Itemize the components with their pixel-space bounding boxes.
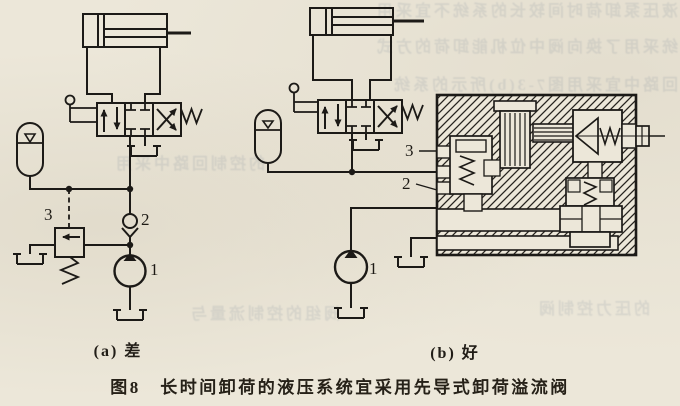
tank-icon (126, 145, 162, 157)
right-circuit (254, 7, 665, 319)
subcaption-a: (a) 差 (93, 343, 143, 360)
spring-icon (58, 256, 81, 285)
passage (587, 161, 603, 179)
accumulator-icon (16, 122, 44, 177)
pipe (369, 35, 392, 100)
pipe (350, 207, 437, 252)
left-cavity (436, 135, 493, 212)
label-port-3: 3 (405, 141, 414, 160)
pipe (267, 163, 437, 173)
tank-icon (12, 253, 48, 265)
tank-icon (393, 256, 429, 268)
tank-icon (112, 309, 148, 321)
pump-icon (113, 252, 147, 288)
pipe (29, 244, 55, 254)
disc-stack (483, 100, 537, 177)
pipe (86, 47, 113, 103)
pump-icon (333, 249, 369, 285)
lever-icon (288, 82, 318, 113)
spring-icon (599, 125, 621, 147)
tank-icon (333, 307, 369, 319)
accumulator-icon (254, 109, 282, 164)
directional-valve-4-3-icon (64, 94, 203, 137)
label-port-2: 2 (402, 174, 411, 193)
tank-icon (348, 139, 384, 151)
spring-icon (582, 181, 598, 206)
hydraulic-cylinder-icon (82, 13, 191, 48)
pipe (312, 35, 353, 100)
label-relief-valve: 3 (44, 205, 53, 224)
spring-icon (401, 102, 424, 122)
pipe (29, 176, 130, 190)
pilot-valve (572, 109, 665, 163)
main-valve-spring (565, 177, 615, 207)
junction-dot (126, 185, 134, 193)
pressure-gallery (436, 208, 563, 232)
left-circuit (12, 13, 203, 321)
relief-valve-icon (54, 227, 85, 285)
lever-icon (64, 94, 97, 123)
label-pump: 1 (369, 259, 378, 278)
hydraulic-cylinder-icon (309, 7, 424, 36)
junction-dot (126, 241, 134, 249)
check-valve-icon (121, 213, 139, 239)
pipe (410, 237, 437, 257)
leader-line (415, 183, 438, 191)
label-check-valve: 2 (141, 210, 150, 229)
label-pump: 1 (150, 260, 159, 279)
junction-dot (348, 168, 356, 176)
figure-caption: 图8 长时间卸荷的液压系统宜采用先导式卸荷溢流阀 (110, 378, 570, 397)
main-spool (559, 205, 623, 248)
pilot-passage (532, 123, 578, 143)
unloading-relief-valve-section-icon (435, 93, 665, 257)
spring-icon (180, 106, 203, 126)
pipe (144, 47, 161, 103)
directional-valve-4-3-icon (288, 82, 424, 134)
spring-icon (457, 155, 477, 186)
subcaption-b: (b) 好 (430, 345, 480, 362)
